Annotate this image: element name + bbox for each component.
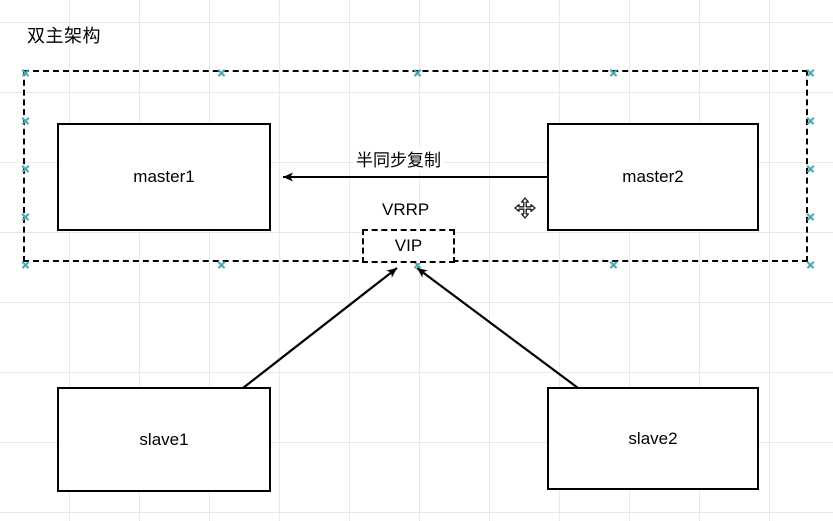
- node-master1-label: master1: [133, 167, 195, 186]
- selection-handle-bottom-right[interactable]: [806, 260, 815, 269]
- selection-handle-left-center[interactable]: [21, 164, 30, 173]
- selection-handle-top-three-q[interactable]: [609, 68, 618, 77]
- selection-handle-left-three-q[interactable]: [21, 212, 30, 221]
- selection-handle-right-center[interactable]: [806, 164, 815, 173]
- node-master2-label: master2: [622, 167, 684, 186]
- selection-handle-bottom-quarter[interactable]: [217, 260, 226, 269]
- node-master2[interactable]: master2: [547, 123, 759, 231]
- node-vip[interactable]: VIP: [362, 229, 455, 263]
- node-slave1[interactable]: slave1: [57, 387, 271, 492]
- edge-slave1-to-vip: [242, 267, 398, 389]
- edge-label-vrrp[interactable]: VRRP: [379, 200, 433, 220]
- node-slave2-label: slave2: [628, 428, 678, 448]
- node-slave2[interactable]: slave2: [547, 387, 759, 490]
- move-cursor-icon: [514, 197, 536, 219]
- selection-handle-top-right[interactable]: [806, 68, 815, 77]
- node-master1[interactable]: master1: [57, 123, 271, 231]
- selection-handle-top-center[interactable]: [413, 68, 422, 77]
- node-vip-label: VIP: [394, 236, 423, 255]
- diagram-title: 双主架构: [27, 26, 101, 46]
- selection-handle-left-quarter[interactable]: [21, 116, 30, 125]
- selection-handle-bottom-left[interactable]: [21, 260, 30, 269]
- selection-handle-top-quarter[interactable]: [217, 68, 226, 77]
- selection-handle-bottom-three-q[interactable]: [609, 260, 618, 269]
- node-slave1-label: slave1: [139, 429, 189, 449]
- edge-label-replication[interactable]: 半同步复制: [353, 146, 444, 171]
- selection-handle-right-quarter[interactable]: [806, 116, 815, 125]
- selection-handle-top-left[interactable]: [21, 68, 30, 77]
- selection-handle-right-three-q[interactable]: [806, 212, 815, 221]
- edge-slave2-to-vip: [416, 267, 579, 389]
